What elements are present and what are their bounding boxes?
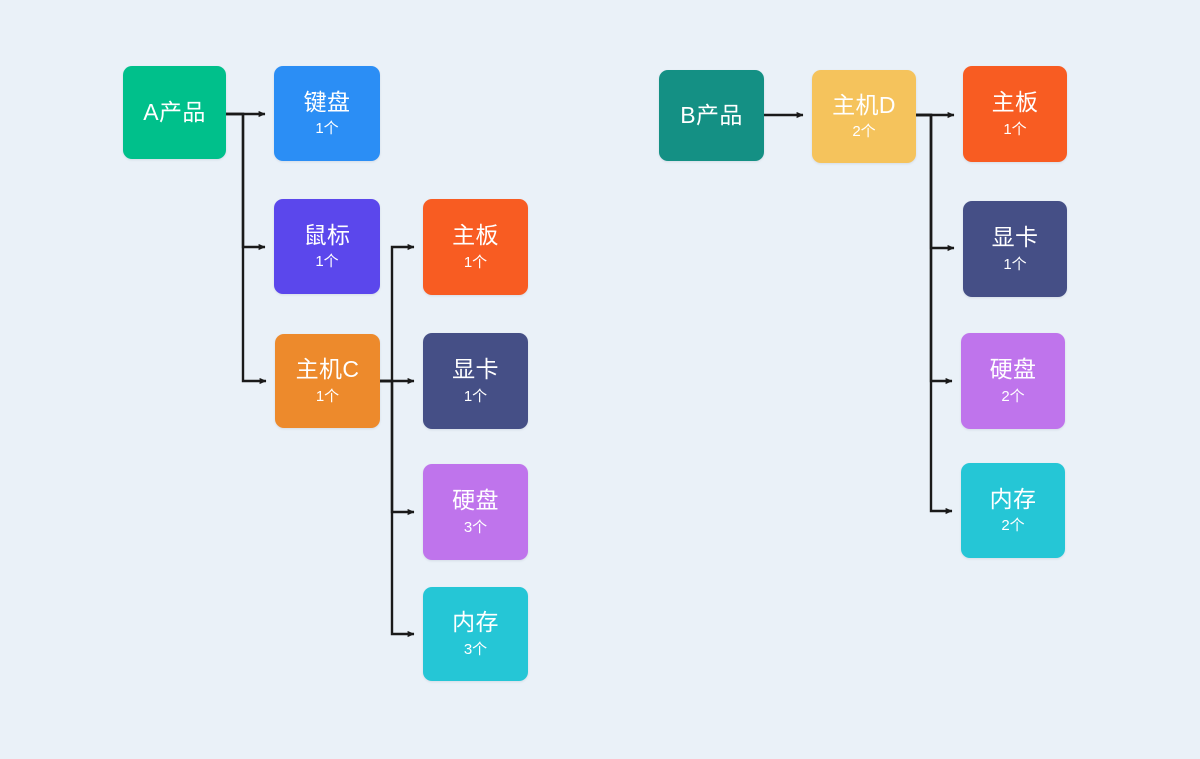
node-quantity: 3个: [463, 518, 488, 536]
node-a-hostc[interactable]: 主机C 1个: [275, 334, 380, 428]
node-quantity: 1个: [463, 253, 488, 271]
node-a-mouse[interactable]: 鼠标 1个: [274, 199, 380, 294]
node-b-gpu[interactable]: 显卡 1个: [963, 201, 1067, 297]
node-b-mainboard[interactable]: 主板 1个: [963, 66, 1067, 162]
node-title: 主板: [452, 222, 499, 249]
node-a-memory[interactable]: 内存 3个: [423, 587, 528, 681]
node-quantity: 2个: [1001, 517, 1025, 535]
node-a-keyboard[interactable]: 键盘 1个: [274, 66, 380, 161]
link-a-hostc: [226, 112, 267, 385]
node-quantity: 2个: [1001, 387, 1025, 405]
node-quantity: 3个: [463, 640, 488, 658]
node-title: 硬盘: [452, 487, 499, 514]
node-quantity: 1个: [1003, 120, 1027, 138]
node-quantity: 2个: [852, 123, 876, 141]
node-quantity: 1个: [463, 387, 488, 405]
node-title: 内存: [989, 485, 1037, 512]
node-title: A产品: [143, 99, 206, 126]
node-title: 主机D: [832, 91, 896, 118]
link-a-mouse: [226, 112, 266, 251]
node-title: 键盘: [303, 88, 351, 115]
link-a-disk: [380, 379, 415, 516]
link-b-disk: [916, 113, 953, 385]
node-a-disk[interactable]: 硬盘 3个: [423, 464, 528, 560]
node-title: B产品: [680, 102, 743, 129]
node-title: 鼠标: [303, 221, 351, 248]
node-title: 内存: [452, 609, 499, 636]
node-quantity: 1个: [315, 253, 339, 271]
node-title: 显卡: [452, 356, 499, 383]
node-quantity: 1个: [315, 120, 339, 138]
node-title: 主机C: [295, 356, 360, 383]
node-title: 硬盘: [989, 356, 1037, 383]
node-quantity: 1个: [315, 387, 340, 405]
link-a-mainboard: [380, 243, 415, 383]
node-b-product[interactable]: B产品: [659, 70, 764, 161]
node-title: 主板: [991, 89, 1039, 116]
node-a-mainboard[interactable]: 主板 1个: [423, 199, 528, 295]
link-b-memory: [916, 113, 953, 515]
node-quantity: 1个: [1003, 255, 1027, 273]
link-a-memory: [380, 379, 415, 638]
node-title: 显卡: [991, 224, 1039, 251]
link-b-gpu: [916, 113, 955, 252]
node-a-gpu[interactable]: 显卡 1个: [423, 333, 528, 429]
node-a-product[interactable]: A产品: [123, 66, 226, 159]
node-b-memory[interactable]: 内存 2个: [961, 463, 1065, 558]
node-b-hostd[interactable]: 主机D 2个: [812, 70, 916, 163]
node-b-disk[interactable]: 硬盘 2个: [961, 333, 1065, 429]
